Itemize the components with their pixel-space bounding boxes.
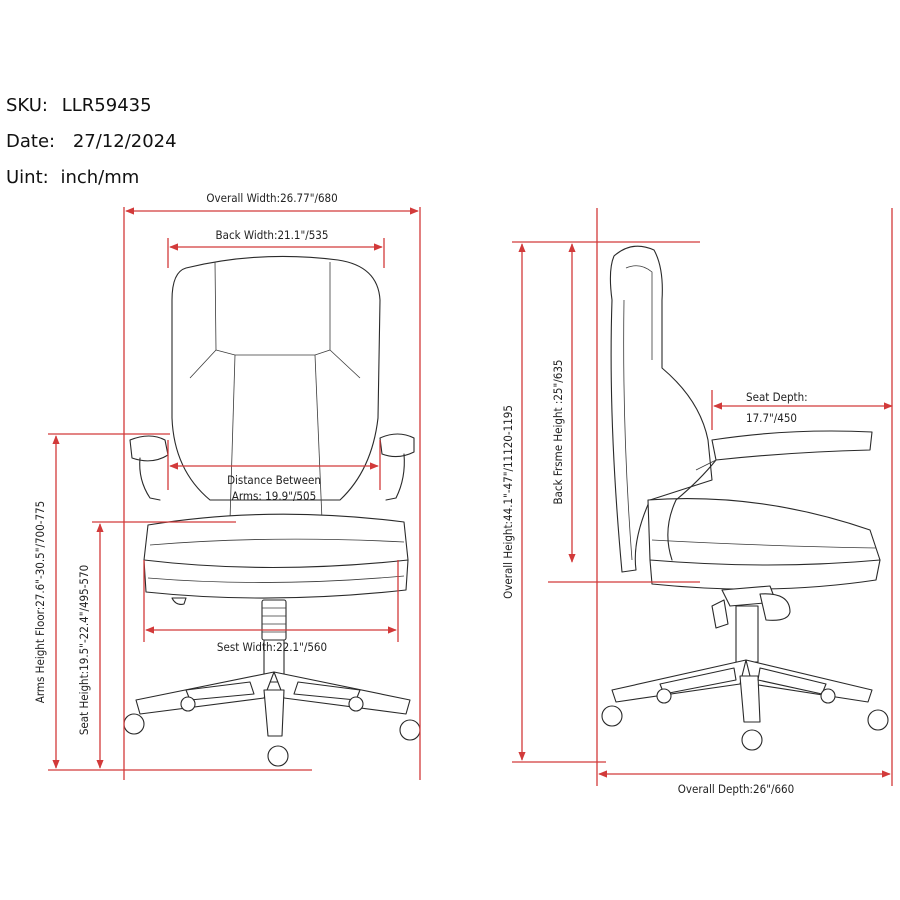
date-value: 27/12/2024 (72, 131, 177, 152)
seat-depth-label-line2: 17.7"/450 (746, 411, 797, 425)
overall-width-label: Overall Width:26.77"/680 (206, 191, 337, 205)
date-label: Date: (6, 131, 56, 152)
back-width-label: Back Width:21.1"/535 (216, 228, 329, 242)
arms-height-label: Arms Height Floor:27.6"-30.5"/700-775 (33, 501, 47, 703)
front-view-chair (123, 255, 421, 767)
front-view-dimensions: Overall Width:26.77"/680 Back Width:21.1… (33, 191, 421, 780)
arms-distance-label-line2: Arms: 19.9"/505 (232, 489, 316, 503)
arms-distance-label-line1: Distance Between (227, 473, 321, 487)
sku-line: SKU: LLR59435 (6, 95, 152, 116)
sku-value: LLR59435 (61, 95, 152, 116)
overall-height-label: Overall Height:44.1"-47"/11120-1195 (501, 405, 515, 599)
side-view-dimensions: Overall Height:44.1"-47"/11120-1195 Back… (501, 208, 893, 796)
seat-height-label: Seat Height:19.5"-22.4"/495-570 (77, 565, 91, 735)
seat-width-label: Sest Width:22.1"/560 (217, 640, 327, 654)
back-frame-height-label: Back Frsme Height :25"/635 (551, 359, 565, 504)
sku-label: SKU: (6, 95, 48, 116)
unit-value: inch/mm (60, 167, 140, 188)
overall-depth-label: Overall Depth:26"/660 (678, 782, 794, 796)
unit-label: Uint: (6, 167, 49, 188)
side-view-chair (601, 245, 889, 751)
date-line: Date: 27/12/2024 (6, 131, 177, 152)
seat-depth-label-line1: Seat Depth: (746, 390, 808, 404)
unit-line: Uint: inch/mm (6, 167, 139, 188)
